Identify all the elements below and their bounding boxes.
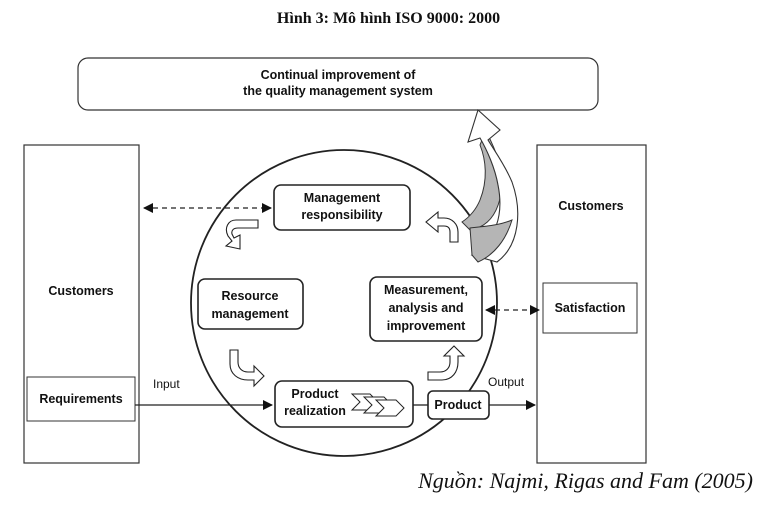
improvement-line-2: the quality management system (243, 84, 433, 98)
resource-line-1: Resource (222, 289, 279, 303)
curved-arrow-up-right (427, 345, 466, 381)
curved-arrow-down-left (224, 219, 259, 250)
left-customers-label: Customers (48, 284, 113, 298)
continual-improvement-box (77, 57, 599, 111)
measurement-line-3: improvement (387, 319, 466, 333)
requirements-label: Requirements (39, 392, 122, 406)
measurement-line-2: analysis and (388, 301, 463, 315)
improvement-line-1: Continual improvement of (261, 68, 417, 82)
curved-arrow-down-right (229, 349, 265, 388)
requirements-box (26, 376, 136, 422)
process-cycle-circle (190, 149, 498, 457)
product-label: Product (434, 398, 482, 412)
figure-source: Nguồn: Najmi, Rigas and Fam (2005) (418, 468, 753, 493)
feedback-arrow-shade (469, 219, 513, 263)
right-customers-label: Customers (558, 199, 623, 213)
resource-management-box (197, 278, 304, 330)
realization-line-2: realization (284, 404, 346, 418)
management-responsibility-box (273, 184, 411, 231)
resource-line-2: management (211, 307, 289, 321)
satisfaction-box (542, 282, 638, 334)
curved-arrow-up-left (425, 210, 459, 243)
output-label: Output (488, 375, 525, 389)
management-line-1: Management (304, 191, 381, 205)
measurement-line-1: Measurement, (384, 283, 468, 297)
realization-line-1: Product (291, 387, 339, 401)
input-label: Input (153, 377, 180, 391)
management-line-2: responsibility (301, 208, 382, 222)
figure-title: Hình 3: Mô hình ISO 9000: 2000 (276, 10, 501, 27)
process-flow-icon (350, 393, 405, 417)
measurement-box (369, 276, 483, 342)
satisfaction-label: Satisfaction (555, 301, 626, 315)
